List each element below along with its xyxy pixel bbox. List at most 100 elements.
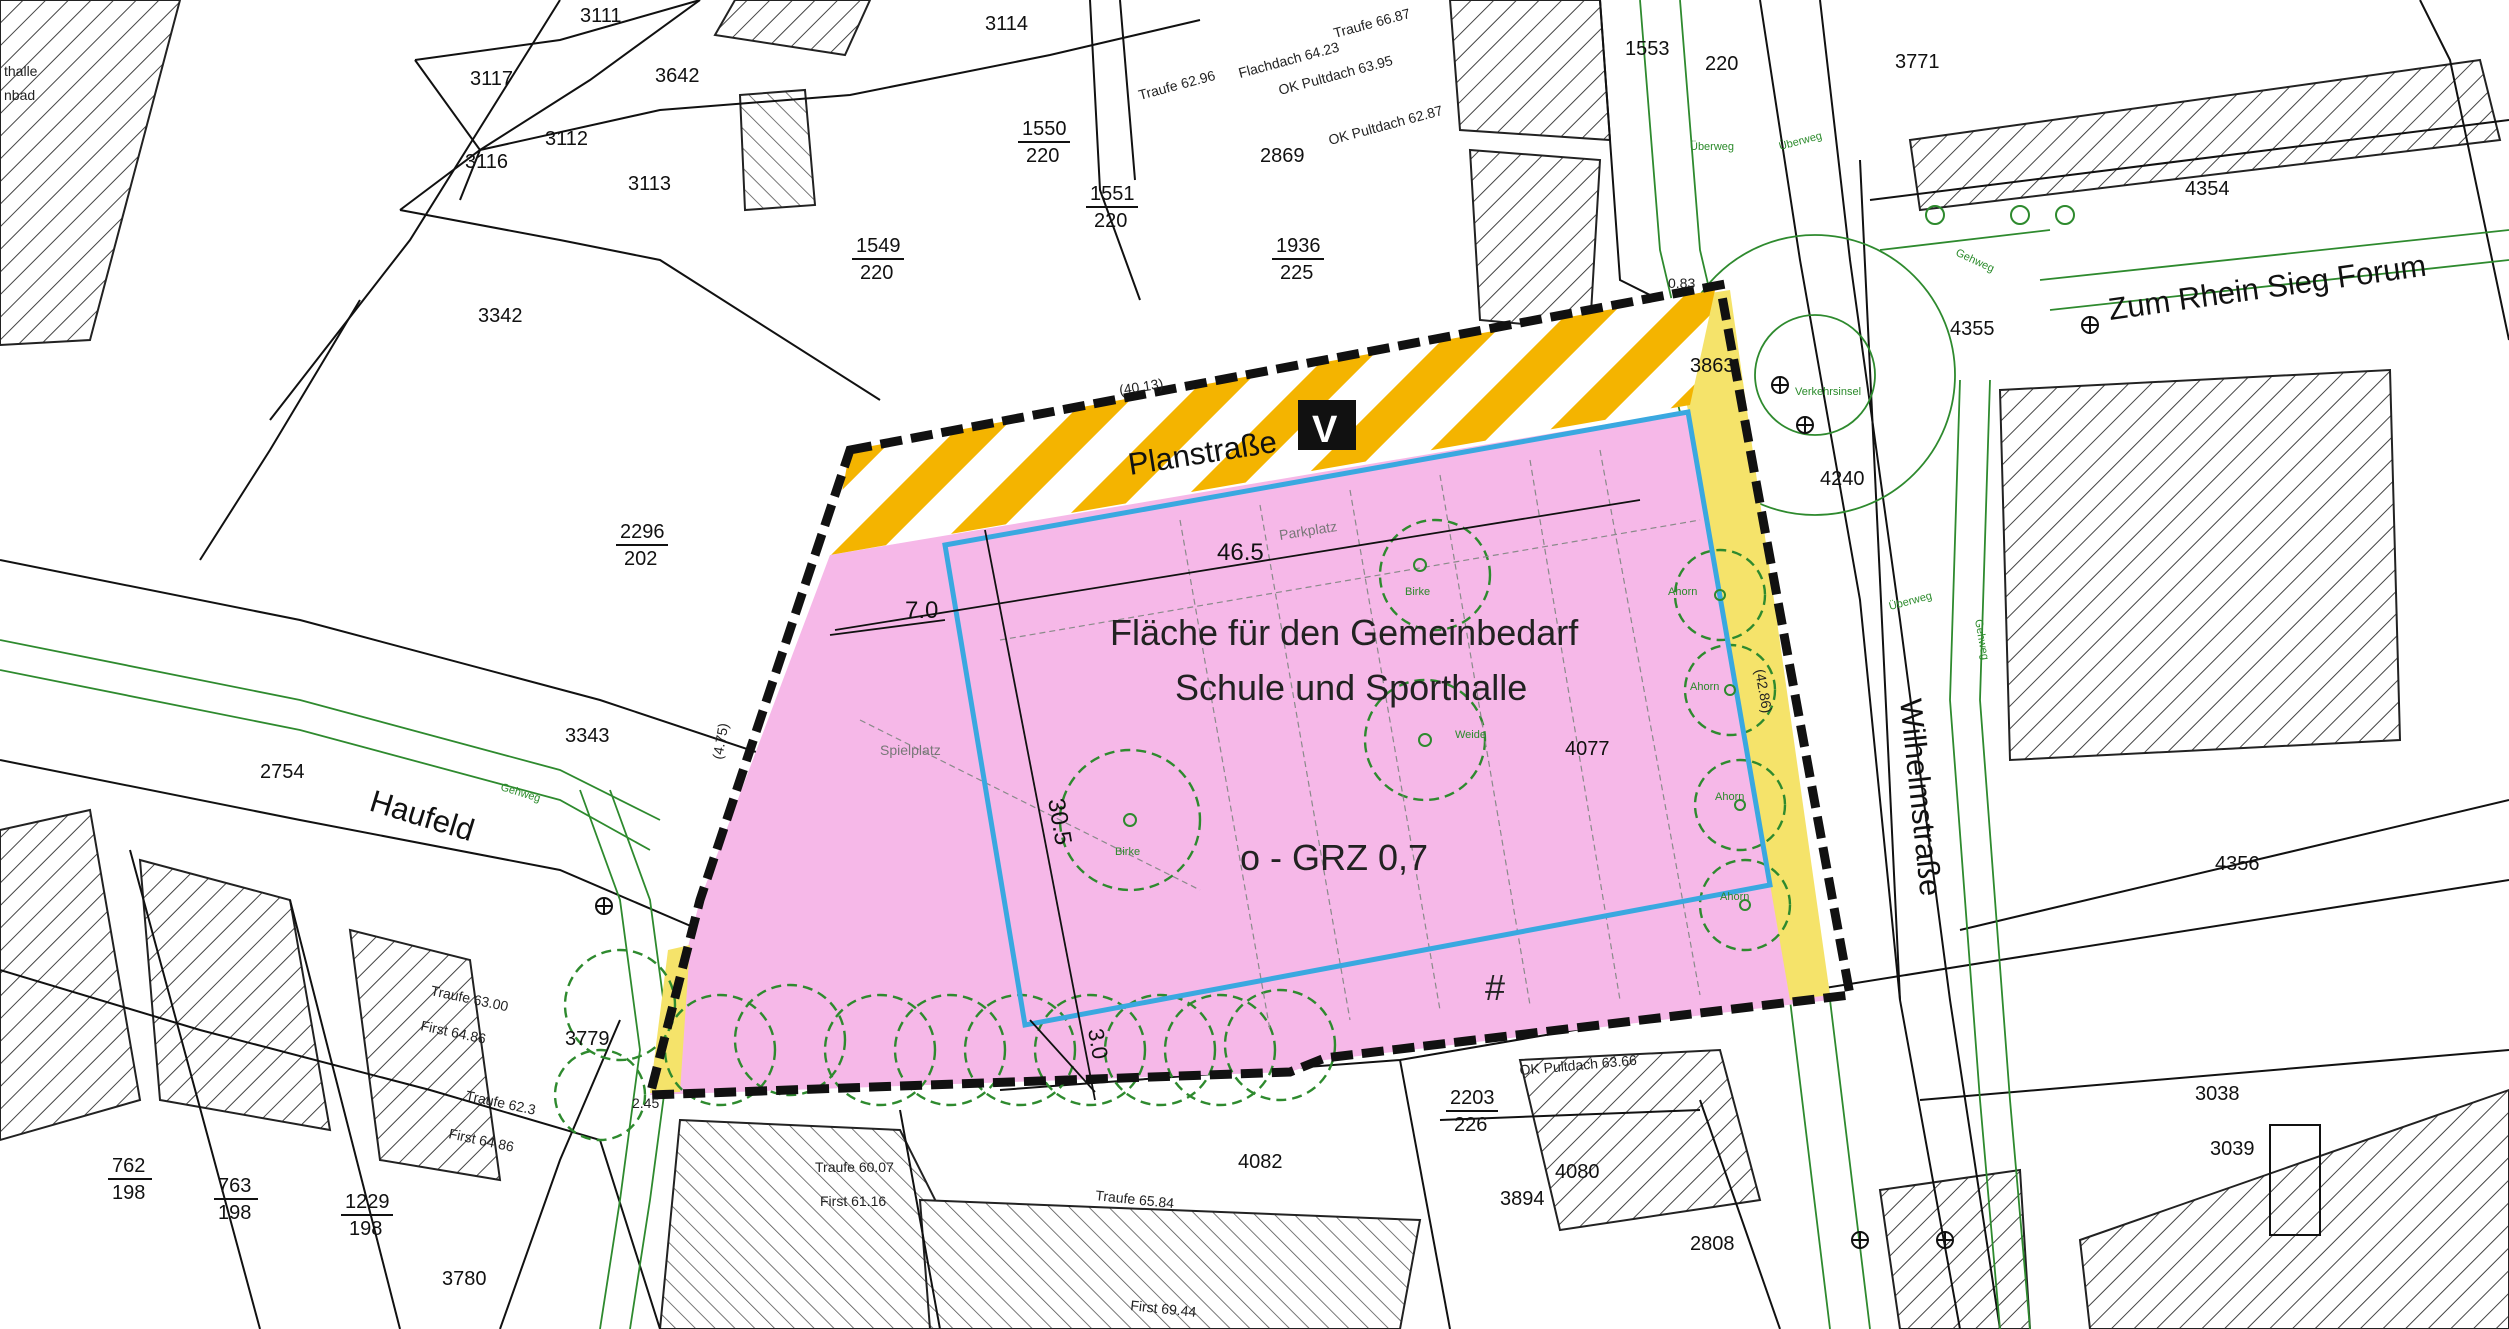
parcel-1553: 1553 <box>1625 38 1670 60</box>
label-kreisel: Verkehrsinsel <box>1795 386 1861 398</box>
label-weide: Weide <box>1455 729 1486 741</box>
fraction-den: 220 <box>1094 210 1127 232</box>
street-wilhelm: Wilhelmstraße <box>1893 697 1949 898</box>
plan-road-sign-box <box>1298 400 1356 450</box>
parcel-4354: 4354 <box>2185 178 2230 200</box>
parking-grid <box>859 449 1701 1031</box>
label-ueberweg-3: Überweg <box>1888 590 1934 613</box>
label-gehweg-1: Gehweg <box>499 781 542 804</box>
parcel-3343: 3343 <box>565 725 610 747</box>
label-birke-1: Birke <box>1405 586 1430 598</box>
fraction-den: 198 <box>218 1202 251 1224</box>
tree-circles <box>553 518 1792 1142</box>
dim-475: (4.75) <box>709 722 731 761</box>
fraction-num: 1549 <box>856 235 901 257</box>
parcel-4082: 4082 <box>1238 1151 1283 1173</box>
parcel-4356: 4356 <box>2215 853 2260 875</box>
parcel-3112: 3112 <box>545 128 588 150</box>
fraction-num: 762 <box>112 1155 145 1177</box>
label-birke-2: Birke <box>1115 846 1140 858</box>
dim-7: 7.0 <box>905 597 938 624</box>
label-nbad: nbad <box>4 87 35 103</box>
community-use-zone <box>650 405 1830 1095</box>
fraction-den: 198 <box>112 1182 145 1204</box>
dim-42: (42.86) <box>1752 668 1775 714</box>
fraction-2296: 2296 202 <box>616 521 668 570</box>
fraction-1229: 1229 198 <box>341 1191 393 1240</box>
label-gehweg-3: Gehweg <box>1972 618 1991 660</box>
parcel-3111: 3111 <box>580 5 622 27</box>
label-ahorn-2: Ahorn <box>1690 681 1719 693</box>
parcel-3780: 3780 <box>442 1268 487 1290</box>
fraction-den: 225 <box>1280 262 1313 284</box>
fraction-1936: 1936 225 <box>1272 235 1324 284</box>
plan-road <box>830 290 1715 555</box>
parcel-4240: 4240 <box>1820 468 1865 490</box>
parcel-3642: 3642 <box>655 65 700 87</box>
fraction-num: 2203 <box>1450 1087 1495 1109</box>
fraction-num: 2296 <box>620 521 665 543</box>
street-forum: Zum Rhein Sieg Forum <box>2106 248 2428 327</box>
zone-grz-label: o - GRZ 0,7 <box>1240 837 1428 878</box>
fraction-num: 1936 <box>1276 235 1321 257</box>
label-thalle: thalle <box>4 63 38 79</box>
building-boundary-line <box>942 409 1773 1028</box>
parcel-3863: 3863 <box>1690 355 1735 377</box>
parcel-3114: 3114 <box>985 13 1028 35</box>
fraction-num: 1550 <box>1022 118 1067 140</box>
fraction-den: 202 <box>624 548 657 570</box>
parcel-3038: 3038 <box>2195 1083 2240 1105</box>
label-gehweg-2: Gehweg <box>1954 247 1996 275</box>
label-ueberweg-2: Überweg <box>1778 130 1824 153</box>
plan-road-sign: V <box>1312 409 1338 451</box>
fraction-2203: 2203 226 <box>1446 1087 1498 1136</box>
parcel-220: 220 <box>1705 53 1738 75</box>
parcel-3894: 3894 <box>1500 1188 1545 1210</box>
dim-46: 46.5 <box>1217 539 1264 566</box>
measurement-lines <box>829 499 1641 1101</box>
yellow-strip-east <box>1665 290 1830 1000</box>
height-traufe3: Traufe 60.07 <box>815 1159 894 1175</box>
parcel-4077: 4077 <box>1565 738 1610 760</box>
zone-hash-label: # <box>1485 967 1505 1008</box>
label-ahorn-1: Ahorn <box>1668 586 1697 598</box>
dim-40: (40.13) <box>1118 375 1164 398</box>
parcel-3116: 3116 <box>465 151 508 173</box>
zone-label-line1: Fläche für den Gemeinbedarf <box>1110 612 1579 653</box>
parcel-4080: 4080 <box>1555 1161 1600 1183</box>
parcel-numbers: 3111 3114 3117 3642 3116 3112 3113 2869 … <box>260 5 2260 1290</box>
height-traufe5: Traufe 62.96 <box>1137 67 1218 103</box>
parcel-2754: 2754 <box>260 761 305 783</box>
street-haufeld: Haufeld <box>366 783 478 848</box>
fraction-den: 220 <box>860 262 893 284</box>
fraction-1549: 1549 220 <box>852 235 904 284</box>
parcel-3771: 3771 <box>1895 51 1940 73</box>
dim-245: 2.45 <box>632 1095 659 1111</box>
plan-boundary <box>644 279 1856 1100</box>
label-ahorn-4: Ahorn <box>1720 891 1749 903</box>
fraction-num: 763 <box>218 1175 251 1197</box>
height-first4: First 69.44 <box>1130 1297 1198 1320</box>
label-spielplatz: Spielplatz <box>880 742 941 758</box>
dim-3: 3.0 <box>1083 1027 1113 1061</box>
parcel-3342: 3342 <box>478 305 523 327</box>
label-ahorn-3: Ahorn <box>1715 791 1744 803</box>
fraction-1551: 1551 220 <box>1086 183 1138 232</box>
parcel-3113: 3113 <box>628 173 671 195</box>
fraction-den: 226 <box>1454 1114 1487 1136</box>
fraction-den: 220 <box>1026 145 1059 167</box>
height-okpult2: OK Pultdach 62.87 <box>1327 102 1445 148</box>
parcel-3779: 3779 <box>565 1028 610 1050</box>
fraction-num: 1551 <box>1090 183 1135 205</box>
zone-label-line2: Schule und Sporthalle <box>1175 667 1527 708</box>
fraction-den: 198 <box>349 1218 382 1240</box>
fraction-1550: 1550 220 <box>1018 118 1070 167</box>
fraction-762: 762 198 <box>108 1155 152 1204</box>
parcel-3039: 3039 <box>2210 1138 2255 1160</box>
label-ueberweg-1: Überweg <box>1690 141 1734 153</box>
parcel-2808: 2808 <box>1690 1233 1735 1255</box>
manhole-symbols <box>595 316 2099 1249</box>
height-traufe6: Traufe 66.87 <box>1332 5 1413 41</box>
